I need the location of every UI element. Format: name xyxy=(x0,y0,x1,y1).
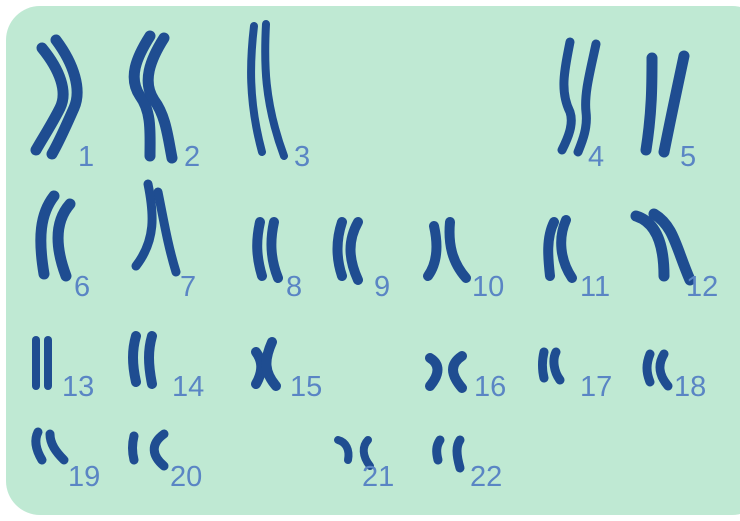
chromosome-number-label: 20 xyxy=(170,461,202,493)
chromosome-number-label: 4 xyxy=(588,141,604,173)
chromosome-14-chromatid-2 xyxy=(149,336,152,384)
chromosome-number-label: 15 xyxy=(290,371,322,403)
chromosome-number-label: 8 xyxy=(286,271,302,303)
chromosome-number-label: 16 xyxy=(474,371,506,403)
chromosome-number-label: 13 xyxy=(62,371,94,403)
chromosome-15-chromatid-1 xyxy=(256,352,261,384)
chromosome-18-chromatid-1 xyxy=(647,354,650,382)
chromosome-14-chromatid-1 xyxy=(133,336,136,382)
chromosome-number-label: 14 xyxy=(172,371,204,403)
chromosome-number-label: 5 xyxy=(680,141,696,173)
chromosome-number-label: 6 xyxy=(74,271,90,303)
chromosome-number-label: 9 xyxy=(374,271,390,303)
chromosome-11-chromatid-1 xyxy=(548,222,554,276)
chromosome-20-chromatid-1 xyxy=(133,436,135,460)
chromosome-number-label: 10 xyxy=(472,271,504,303)
chromosome-5-chromatid-1 xyxy=(646,58,652,150)
chromosome-22-chromatid-2 xyxy=(457,440,460,468)
chromosome-number-label: 11 xyxy=(580,271,610,303)
chromosome-8-chromatid-1 xyxy=(257,222,262,276)
chromosome-number-label: 19 xyxy=(68,461,100,493)
chromosome-number-label: 22 xyxy=(470,461,502,493)
chromosome-number-label: 3 xyxy=(294,141,310,173)
chromosome-9-chromatid-1 xyxy=(338,222,343,276)
chromosome-number-label: 21 xyxy=(362,461,394,493)
chromosome-22-chromatid-1 xyxy=(437,440,440,460)
chromosome-number-label: 1 xyxy=(78,141,94,173)
chromosome-number-label: 2 xyxy=(184,141,200,173)
chromosome-number-label: 18 xyxy=(674,371,706,403)
chromosome-17-chromatid-1 xyxy=(543,352,545,378)
chromosome-number-label: 17 xyxy=(580,371,612,403)
chromosome-number-label: 12 xyxy=(686,271,718,303)
chromosome-number-label: 7 xyxy=(180,271,196,303)
panel-background xyxy=(6,6,740,515)
